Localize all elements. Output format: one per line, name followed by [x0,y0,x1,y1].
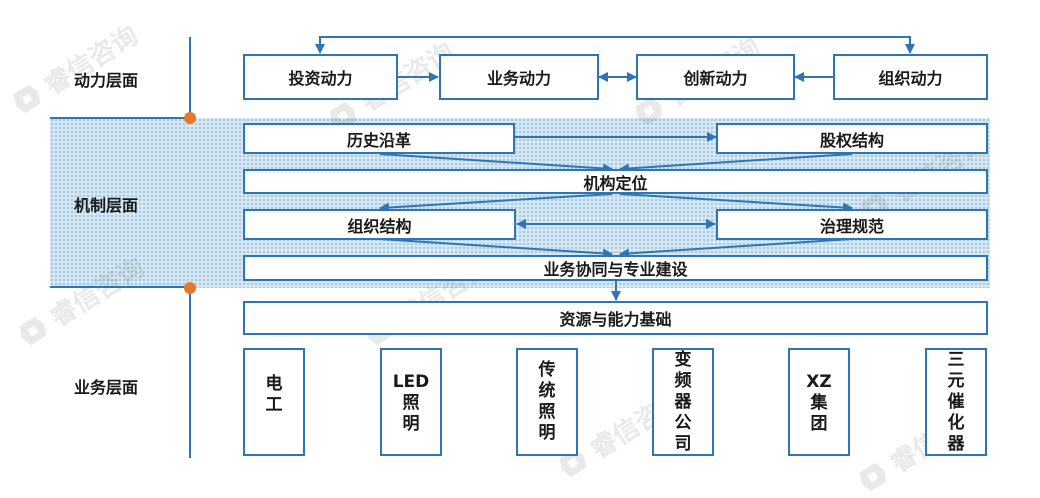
arrow-positioning-to-org [379,193,613,213]
arrow-org-to-synergy [379,238,613,259]
layer-label-mechanism: 机制层面 [74,196,139,215]
layer-boundary-dot-bottom [184,282,196,294]
box-label: 股权结构 [819,130,884,150]
rx-logo-icon [859,462,887,491]
layer-label-business: 业务层面 [74,378,139,397]
band-top-line [50,117,186,119]
layer-boundary-dot-top [184,112,196,124]
business-unit-electrical: 电工 [243,348,305,456]
box-label: 资源与能力基础 [559,310,672,329]
loop-connector [315,36,915,54]
box-label: 创新动力 [683,69,748,88]
mechanism-box-positioning: 机构定位 [243,169,988,194]
business-unit-catalytic-converter: 三元催化器 [925,348,987,456]
rx-logo-icon [635,96,663,125]
resources-box: 资源与能力基础 [243,301,988,335]
watermark: 睿信咨询 [320,33,460,140]
rx-logo-icon [329,101,357,130]
watermark: 睿信咨询 [10,248,150,355]
box-label: 治理规范 [819,216,884,236]
box-label: 业务协同与专业建设 [543,260,688,279]
dynamic-box-business: 业务动力 [439,54,599,100]
box-label: 机构定位 [583,173,648,193]
box-label: 组织结构 [347,216,412,236]
business-unit-label: 三元催化器 [947,350,965,454]
layer-label-dynamic: 动力层面 [74,71,139,90]
watermark: 睿信咨询 [4,16,144,123]
box-label: 业务动力 [486,69,551,88]
arrow-governance-to-synergy [619,238,853,259]
arrow-positioning-to-governance [619,193,853,213]
business-unit-label: 变频器公司 [674,350,692,454]
arrow-equity-to-positioning [619,153,853,174]
arrow-history-to-positioning [379,153,613,174]
rx-logo-icon [13,84,41,113]
mechanism-box-history: 历史沿革 [243,123,515,154]
watermark: 睿信咨询 [850,394,990,498]
dynamic-box-innovation: 创新动力 [636,54,795,100]
mechanism-box-governance: 治理规范 [716,209,988,240]
box-label: 历史沿革 [346,130,411,150]
business-unit-label: 电工 [265,374,283,415]
dynamic-box-organization: 组织动力 [833,54,988,100]
business-unit-label: 传统照明 [538,360,556,443]
band-bottom-line [50,286,186,288]
mechanism-box-equity: 股权结构 [716,123,988,154]
divider-line-lower [189,288,191,458]
business-unit-inverter: 变频器公司 [652,348,714,456]
box-label: 投资动力 [288,69,353,88]
business-unit-traditional-lighting: 传统照明 [516,348,578,456]
dynamic-box-investment: 投资动力 [243,54,398,100]
divider-line-upper [189,37,191,119]
watermark: 睿信咨询 [626,28,766,135]
box-label: 组织动力 [878,69,943,88]
rx-logo-icon [19,316,47,345]
mechanism-box-org-structure: 组织结构 [243,209,516,240]
mechanism-box-synergy: 业务协同与专业建设 [243,255,988,281]
